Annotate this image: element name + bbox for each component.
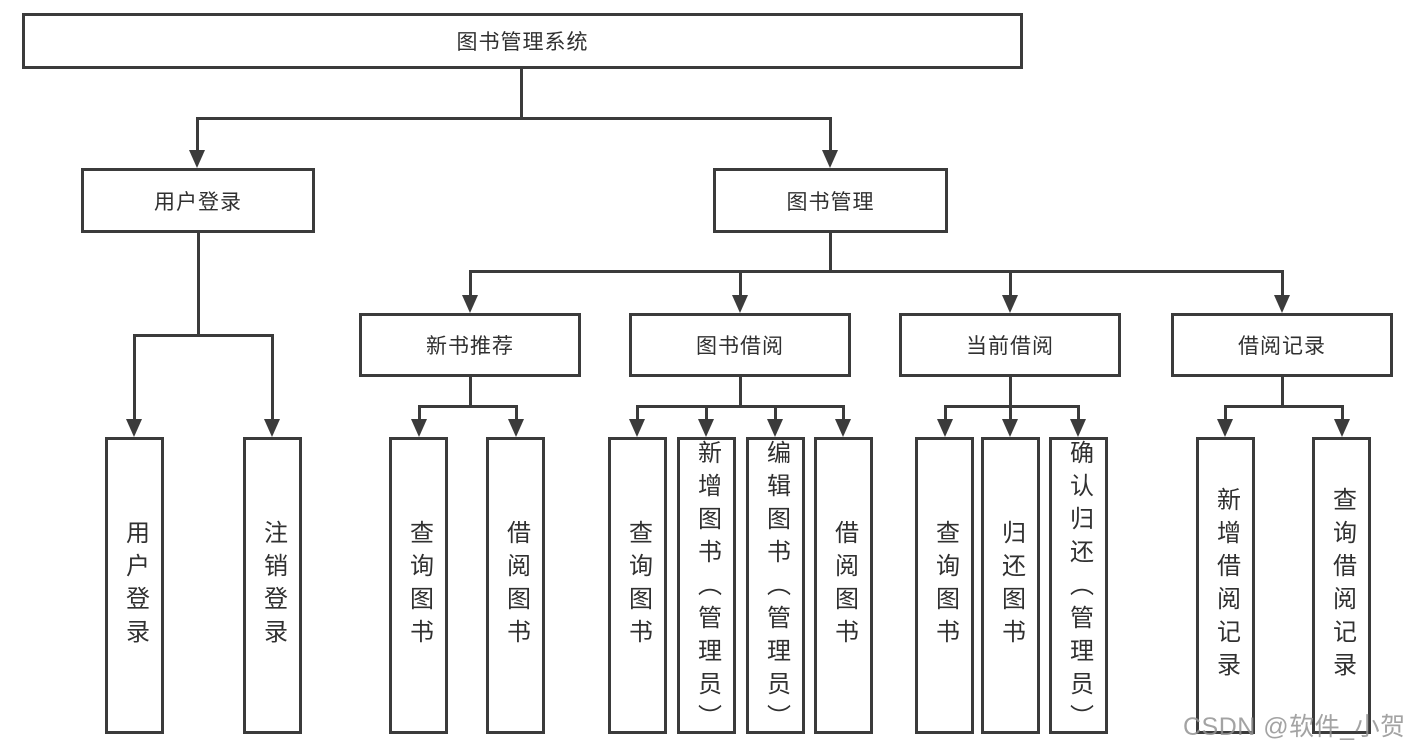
- arrow-down-icon: [462, 295, 478, 313]
- connector-line: [1341, 405, 1344, 422]
- connector-line: [1009, 377, 1012, 408]
- arrow-down-icon: [126, 419, 142, 437]
- node-label: 图书管理系统: [456, 31, 589, 54]
- arrow-down-icon: [698, 419, 714, 437]
- arrow-down-icon: [629, 419, 645, 437]
- arrow-down-icon: [835, 419, 851, 437]
- connector-line: [133, 334, 274, 337]
- leaf-label: 编辑图书（管理员）: [762, 440, 790, 737]
- leaf-label: 查询图书: [405, 519, 433, 652]
- node-label: 用户登录: [154, 190, 242, 214]
- connector-line: [418, 405, 421, 422]
- leaf-label: 查询图书: [624, 519, 652, 652]
- connector-line: [774, 405, 777, 422]
- leaf-query-books-current: 查询图书: [915, 437, 974, 734]
- leaf-label: 新增图书（管理员）: [693, 440, 721, 737]
- leaf-edit-books-admin: 编辑图书（管理员）: [746, 437, 805, 737]
- leaf-add-borrow-record: 新增借阅记录: [1196, 437, 1255, 734]
- connector-line: [197, 233, 200, 337]
- node-label: 图书借阅: [696, 335, 784, 358]
- arrow-down-icon: [264, 419, 280, 437]
- leaf-label: 用户登录: [121, 519, 149, 652]
- connector-line: [520, 69, 523, 119]
- arrow-down-icon: [937, 419, 953, 437]
- connector-line: [636, 405, 845, 408]
- leaf-return-books: 归还图书: [981, 437, 1040, 734]
- connector-line: [515, 405, 518, 422]
- leaf-query-books-borrow: 查询图书: [608, 437, 667, 734]
- arrow-down-icon: [1334, 419, 1350, 437]
- leaf-borrow-books-borrow: 借阅图书: [814, 437, 873, 734]
- leaf-label: 新增借阅记录: [1212, 486, 1240, 685]
- connector-line: [1009, 405, 1012, 422]
- node-book-management: 图书管理: [713, 168, 948, 233]
- leaf-label: 借阅图书: [502, 519, 530, 652]
- connector-line: [944, 405, 947, 422]
- connector-line: [829, 117, 832, 155]
- leaf-logout: 注销登录: [243, 437, 302, 734]
- leaf-add-books-admin: 新增图书（管理员）: [677, 437, 736, 737]
- connector-line: [469, 270, 472, 297]
- connector-line: [705, 405, 708, 422]
- connector-line: [196, 117, 832, 120]
- leaf-label: 查询图书: [931, 519, 959, 652]
- arrow-down-icon: [1217, 419, 1233, 437]
- arrow-down-icon: [732, 295, 748, 313]
- connector-line: [739, 270, 742, 297]
- leaf-label: 查询借阅记录: [1328, 486, 1356, 685]
- csdn-watermark: CSDN @软件_小贺同学: [1183, 713, 1405, 741]
- connector-line: [133, 334, 136, 422]
- connector-line: [1077, 405, 1080, 422]
- arrow-down-icon: [411, 419, 427, 437]
- node-user-login: 用户登录: [81, 168, 315, 233]
- node-label: 新书推荐: [426, 335, 514, 358]
- leaf-label: 归还图书: [997, 519, 1025, 652]
- arrow-down-icon: [1002, 419, 1018, 437]
- connector-line: [1281, 377, 1284, 408]
- connector-line: [1281, 270, 1284, 297]
- leaf-label: 借阅图书: [830, 519, 858, 652]
- connector-line: [469, 377, 472, 408]
- leaf-label: 确认归还（管理员）: [1065, 440, 1093, 737]
- arrow-down-icon: [822, 150, 838, 168]
- connector-line: [739, 377, 742, 408]
- node-book-borrow: 图书借阅: [629, 313, 851, 377]
- arrow-down-icon: [189, 150, 205, 168]
- arrow-down-icon: [767, 419, 783, 437]
- connector-line: [418, 405, 518, 408]
- node-library-management-system: 图书管理系统: [22, 13, 1023, 69]
- node-current-borrow: 当前借阅: [899, 313, 1121, 377]
- connector-line: [1224, 405, 1227, 422]
- connector-line: [636, 405, 639, 422]
- connector-line: [469, 270, 1284, 273]
- arrow-down-icon: [1002, 295, 1018, 313]
- connector-line: [196, 117, 199, 155]
- leaf-confirm-return-admin: 确认归还（管理员）: [1049, 437, 1108, 737]
- connector-line: [829, 233, 832, 273]
- arrow-down-icon: [508, 419, 524, 437]
- connector-line: [842, 405, 845, 422]
- leaf-query-borrow-record: 查询借阅记录: [1312, 437, 1371, 734]
- leaf-user-login: 用户登录: [105, 437, 164, 734]
- connector-line: [1224, 405, 1344, 408]
- leaf-borrow-books-recommend: 借阅图书: [486, 437, 545, 734]
- arrow-down-icon: [1070, 419, 1086, 437]
- node-label: 借阅记录: [1238, 335, 1326, 358]
- node-label: 图书管理: [786, 190, 875, 214]
- leaf-label: 注销登录: [259, 519, 287, 652]
- leaf-query-books-recommend: 查询图书: [389, 437, 448, 734]
- connector-line: [1009, 270, 1012, 297]
- connector-line: [271, 334, 274, 422]
- node-borrow-records: 借阅记录: [1171, 313, 1393, 377]
- connector-line: [944, 405, 1080, 408]
- node-new-book-recommend: 新书推荐: [359, 313, 581, 377]
- node-label: 当前借阅: [966, 335, 1054, 358]
- arrow-down-icon: [1274, 295, 1290, 313]
